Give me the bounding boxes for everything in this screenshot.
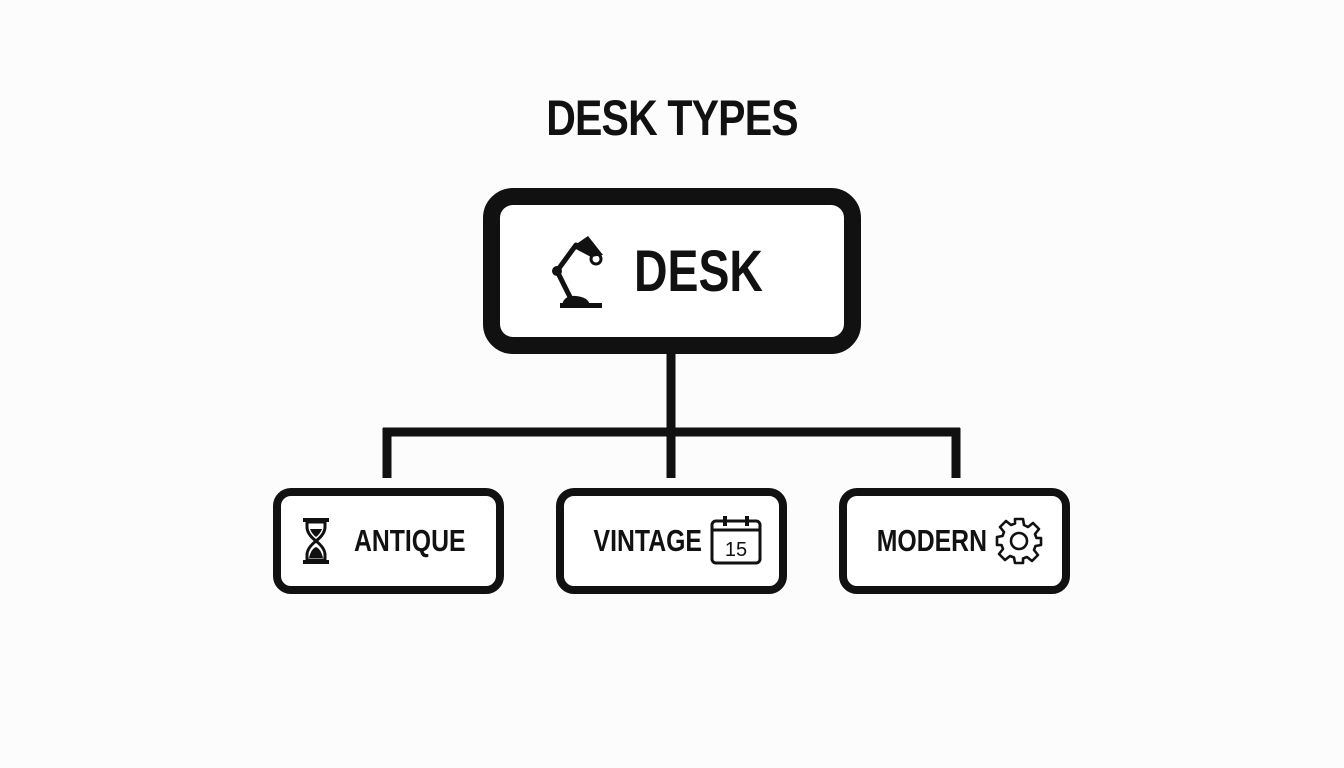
root-node-label: DESK: [634, 238, 764, 304]
gear-icon: [992, 514, 1046, 568]
calendar-icon: 15: [709, 514, 763, 568]
diagram-title: DESK TYPES: [546, 90, 798, 146]
child-node-label: MODERN: [876, 523, 987, 558]
child-node-vintage: VINTAGE 15: [556, 488, 787, 594]
root-node-desk: DESK: [483, 188, 861, 354]
desk-lamp-icon: [548, 233, 610, 311]
child-node-label: ANTIQUE: [353, 523, 466, 558]
child-node-antique: ANTIQUE: [273, 488, 504, 594]
calendar-day-text: 15: [725, 539, 747, 561]
child-node-modern: MODERN: [839, 488, 1070, 594]
hourglass-icon: [298, 515, 334, 567]
child-node-label: VINTAGE: [593, 523, 702, 558]
